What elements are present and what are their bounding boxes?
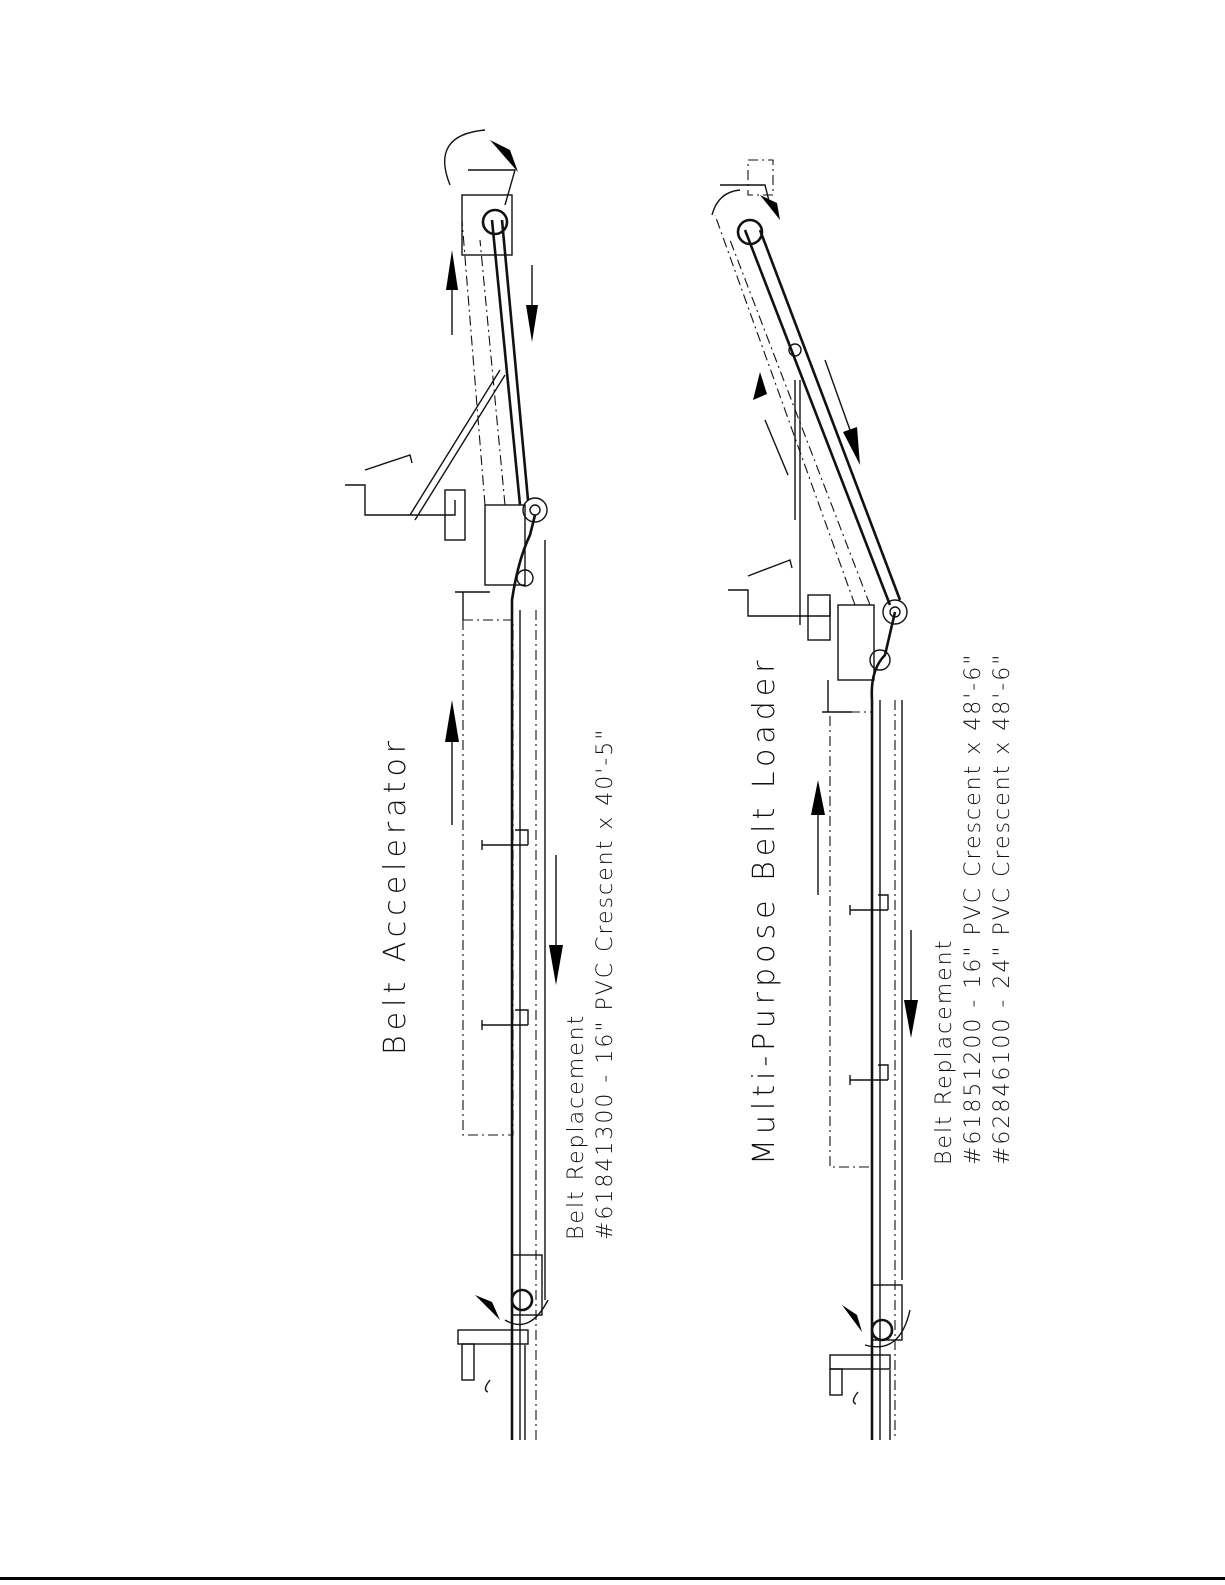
- loader-title: Multi-Purpose Belt Loader: [747, 655, 782, 1165]
- loader-belt-heading: Belt Replacement: [930, 653, 959, 1165]
- accelerator-belt-heading: Belt Replacement: [562, 728, 591, 1240]
- accelerator-belt-spec: Belt Replacement #61841300 - 16" PVC Cre…: [562, 728, 620, 1240]
- loader-support-lower: [850, 1065, 888, 1085]
- loader-belt-part-2: #62846100 - 24" PVC Crescent x 48'-6": [988, 653, 1017, 1165]
- loader-tail-pulley: [865, 1285, 910, 1347]
- accelerator-title: Belt Accelerator: [378, 736, 413, 1055]
- loader-support-upper: [850, 895, 888, 915]
- accelerator-belt-part-1: #61841300 - 16" PVC Crescent x 40'-5": [591, 728, 620, 1240]
- loader-head-pulley: [712, 160, 773, 244]
- loader-belt-spec: Belt Replacement #61851200 - 16" PVC Cre…: [930, 653, 1017, 1165]
- loader-belt-part-1: #61851200 - 16" PVC Crescent x 48'-6": [959, 653, 988, 1165]
- page-bottom-rule: [0, 1577, 1225, 1580]
